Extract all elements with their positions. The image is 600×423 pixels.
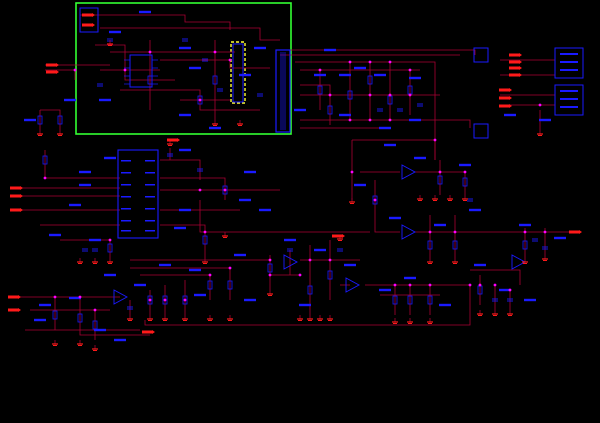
net-labels bbox=[24, 10, 566, 342]
selection-box[interactable] bbox=[75, 2, 292, 135]
connector-p2[interactable] bbox=[554, 84, 584, 116]
connector-j3[interactable] bbox=[473, 123, 489, 139]
connector-p1[interactable] bbox=[554, 47, 584, 79]
ic-u2[interactable] bbox=[232, 43, 244, 103]
opamp-u4a[interactable] bbox=[401, 164, 416, 180]
wires bbox=[10, 14, 580, 340]
connector-j1[interactable] bbox=[275, 49, 291, 133]
ic-u3[interactable] bbox=[117, 149, 159, 239]
ic-u1[interactable] bbox=[124, 54, 158, 88]
junctions bbox=[43, 50, 547, 312]
connector-j0[interactable] bbox=[79, 7, 99, 33]
connector-j2[interactable] bbox=[473, 47, 489, 63]
opamp-u4b[interactable] bbox=[401, 224, 416, 240]
focus-box[interactable] bbox=[230, 41, 246, 104]
opamp-u5a[interactable] bbox=[283, 254, 298, 270]
